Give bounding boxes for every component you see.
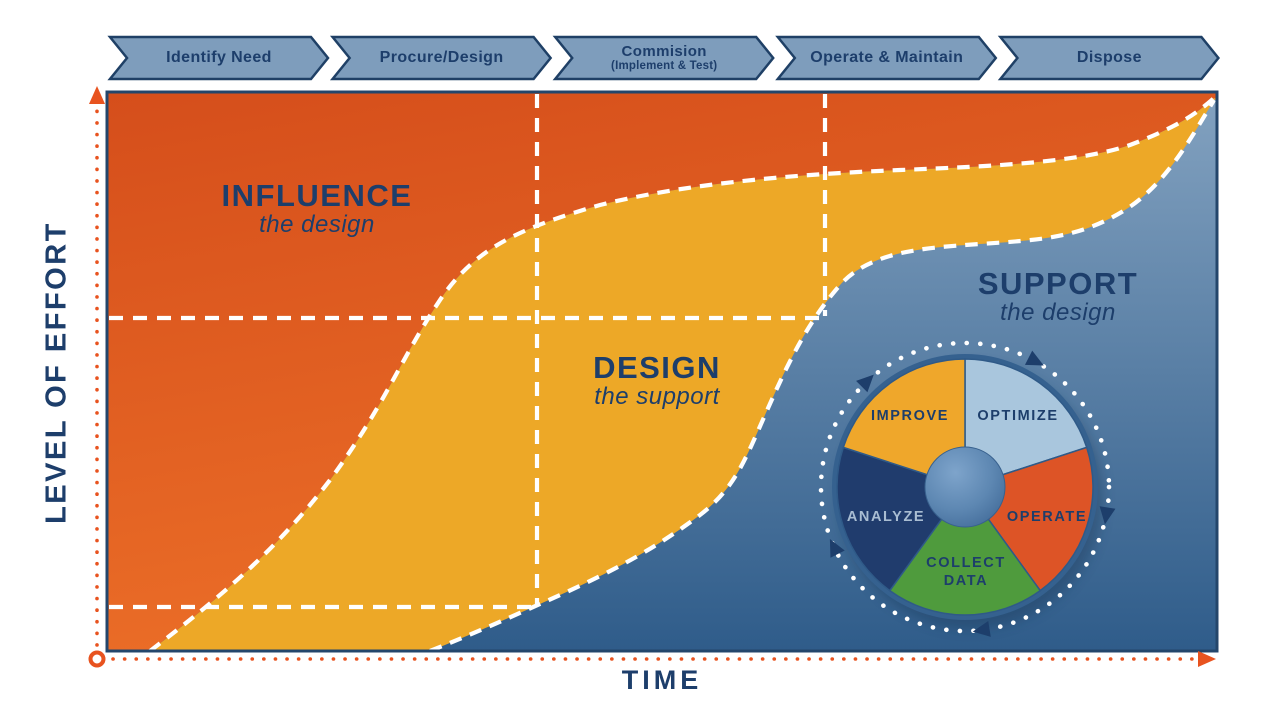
wheel-cycle-arrow-icon [856,374,874,393]
phase-sublabel-text: (Implement & Test) [611,59,718,72]
phase-label-text: Commision [621,43,707,61]
influence-design-boundary-curve [148,96,1216,653]
wheel-cycle-arrow-icon [829,539,845,558]
region-title-text: DESIGN [593,350,721,385]
wheel-cycle-arrow-icon [1099,506,1116,525]
chevron-procure-design [329,35,553,81]
region-subtitle-text: the support [594,383,720,410]
lifecycle-wheel [818,340,1116,637]
design-region-title: DESIGN the support [507,352,807,411]
wheel-label-operate: OPERATE [1006,508,1088,525]
design-region-shape [150,98,1217,651]
influence-region-shape [107,92,1217,651]
wheel-cycle-arrow-icon [1024,350,1044,366]
axes [88,86,1216,668]
design-support-boundary-curve [429,98,1216,653]
phase-label-procure-design: Procure/Design [351,37,533,79]
chevron-identify-need [107,35,330,81]
wheel-label-improve: IMPROVE [870,407,950,424]
region-title-text: SUPPORT [977,266,1139,301]
x-axis-arrow-icon [1198,651,1216,667]
phase-label-identify-need: Identify Need [128,37,310,79]
wheel-label-optimize: OPTIMIZE [977,407,1059,424]
chevron-commission [552,35,775,81]
chevron-operate-maintain [775,35,998,81]
wheel-slice-improve [842,358,966,489]
region-subtitle-text: the design [259,211,375,238]
region-title-text: INFLUENCE [221,178,413,213]
phase-label-operate-maintain: Operate & Maintain [796,37,978,79]
wheel-dotted-ring [818,340,1112,634]
chevron-dispose [997,35,1221,81]
origin-marker-icon [88,650,106,668]
phase-label-commission: Commision (Implement & Test) [573,37,755,79]
phase-label-text: Dispose [1076,48,1142,66]
phase-label-text: Procure/Design [379,48,504,66]
wheel-label-collect-data: COLLECT DATA [926,554,1006,589]
wheel-slice-optimize [964,358,1088,489]
process-arrow-ribbon [107,35,1221,81]
region-subtitle-text: the design [1000,299,1116,326]
influence-region-title: INFLUENCE the design [167,180,467,239]
wheel-slice-collect-data [888,485,1042,616]
y-axis-arrow-icon [89,86,105,104]
wheel-cycle-arrow-icon [972,621,991,637]
phase-label-text: Operate & Maintain [810,48,964,66]
phase-label-dispose: Dispose [1018,37,1200,79]
wheel-hub-sphere [924,446,1006,528]
phase-label-text: Identify Need [166,48,272,66]
wheel-label-analyze: ANALYZE [846,508,926,525]
y-axis-label: LEVEL OF EFFORT [40,221,73,524]
support-region-title: SUPPORT the design [908,268,1208,327]
x-axis-label: TIME [621,665,703,695]
plot-border [105,90,1219,653]
